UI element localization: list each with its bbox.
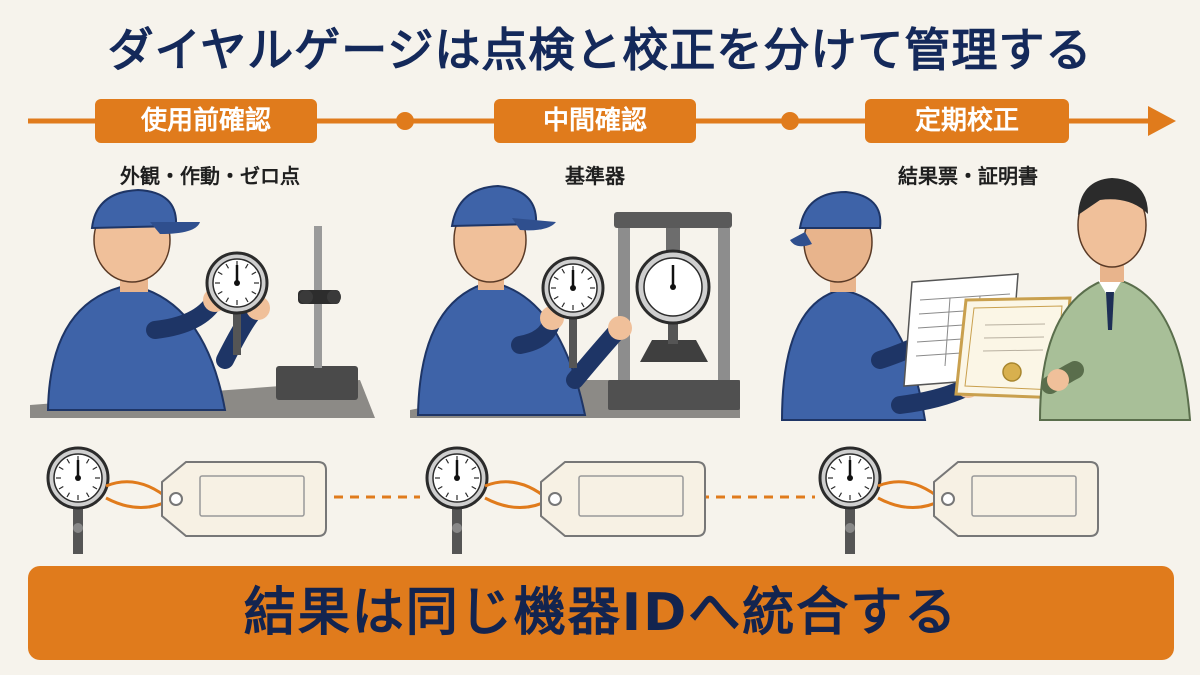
step-label-periodic-calibration: 定期校正	[865, 99, 1069, 143]
step-sub-pre-use-check: 外観・作動・ゼロ点	[120, 164, 300, 188]
equipment-tag-group	[818, 446, 1099, 554]
timeline-node	[781, 112, 799, 130]
equipment-id-tag	[540, 461, 706, 537]
indicator-stand-icon	[276, 226, 358, 400]
step-label-pre-use-check: 使用前確認	[95, 99, 317, 143]
timeline-node	[396, 112, 414, 130]
dial-gauge-icon	[425, 446, 489, 554]
technician-icon	[46, 188, 270, 411]
equipment-tag-group	[46, 446, 327, 554]
equipment-id-tag	[161, 461, 327, 537]
technician-icon	[416, 184, 632, 416]
dial-gauge-icon	[541, 256, 605, 368]
reference-instrument-icon	[608, 212, 740, 410]
step-label-intermediate-check: 中間確認	[494, 99, 696, 143]
equipment-id-tag	[933, 461, 1099, 537]
step-sub-intermediate-check: 基準器	[565, 164, 625, 188]
summary-banner: 結果は同じ機器IDへ統合する	[28, 566, 1174, 660]
dial-gauge-icon	[818, 446, 882, 554]
dial-gauge-icon	[46, 446, 110, 554]
step-sub-periodic-calibration: 結果票・証明書	[898, 164, 1038, 188]
dial-gauge-icon	[205, 251, 269, 355]
scene-pre-use-check	[30, 188, 375, 418]
equipment-tag-group	[425, 446, 706, 554]
scene-periodic-calibration	[780, 178, 1192, 421]
scene-intermediate-check	[410, 184, 740, 418]
inspector-icon	[1038, 178, 1192, 421]
page-title: ダイヤルゲージは点検と校正を分けて管理する	[107, 23, 1093, 77]
